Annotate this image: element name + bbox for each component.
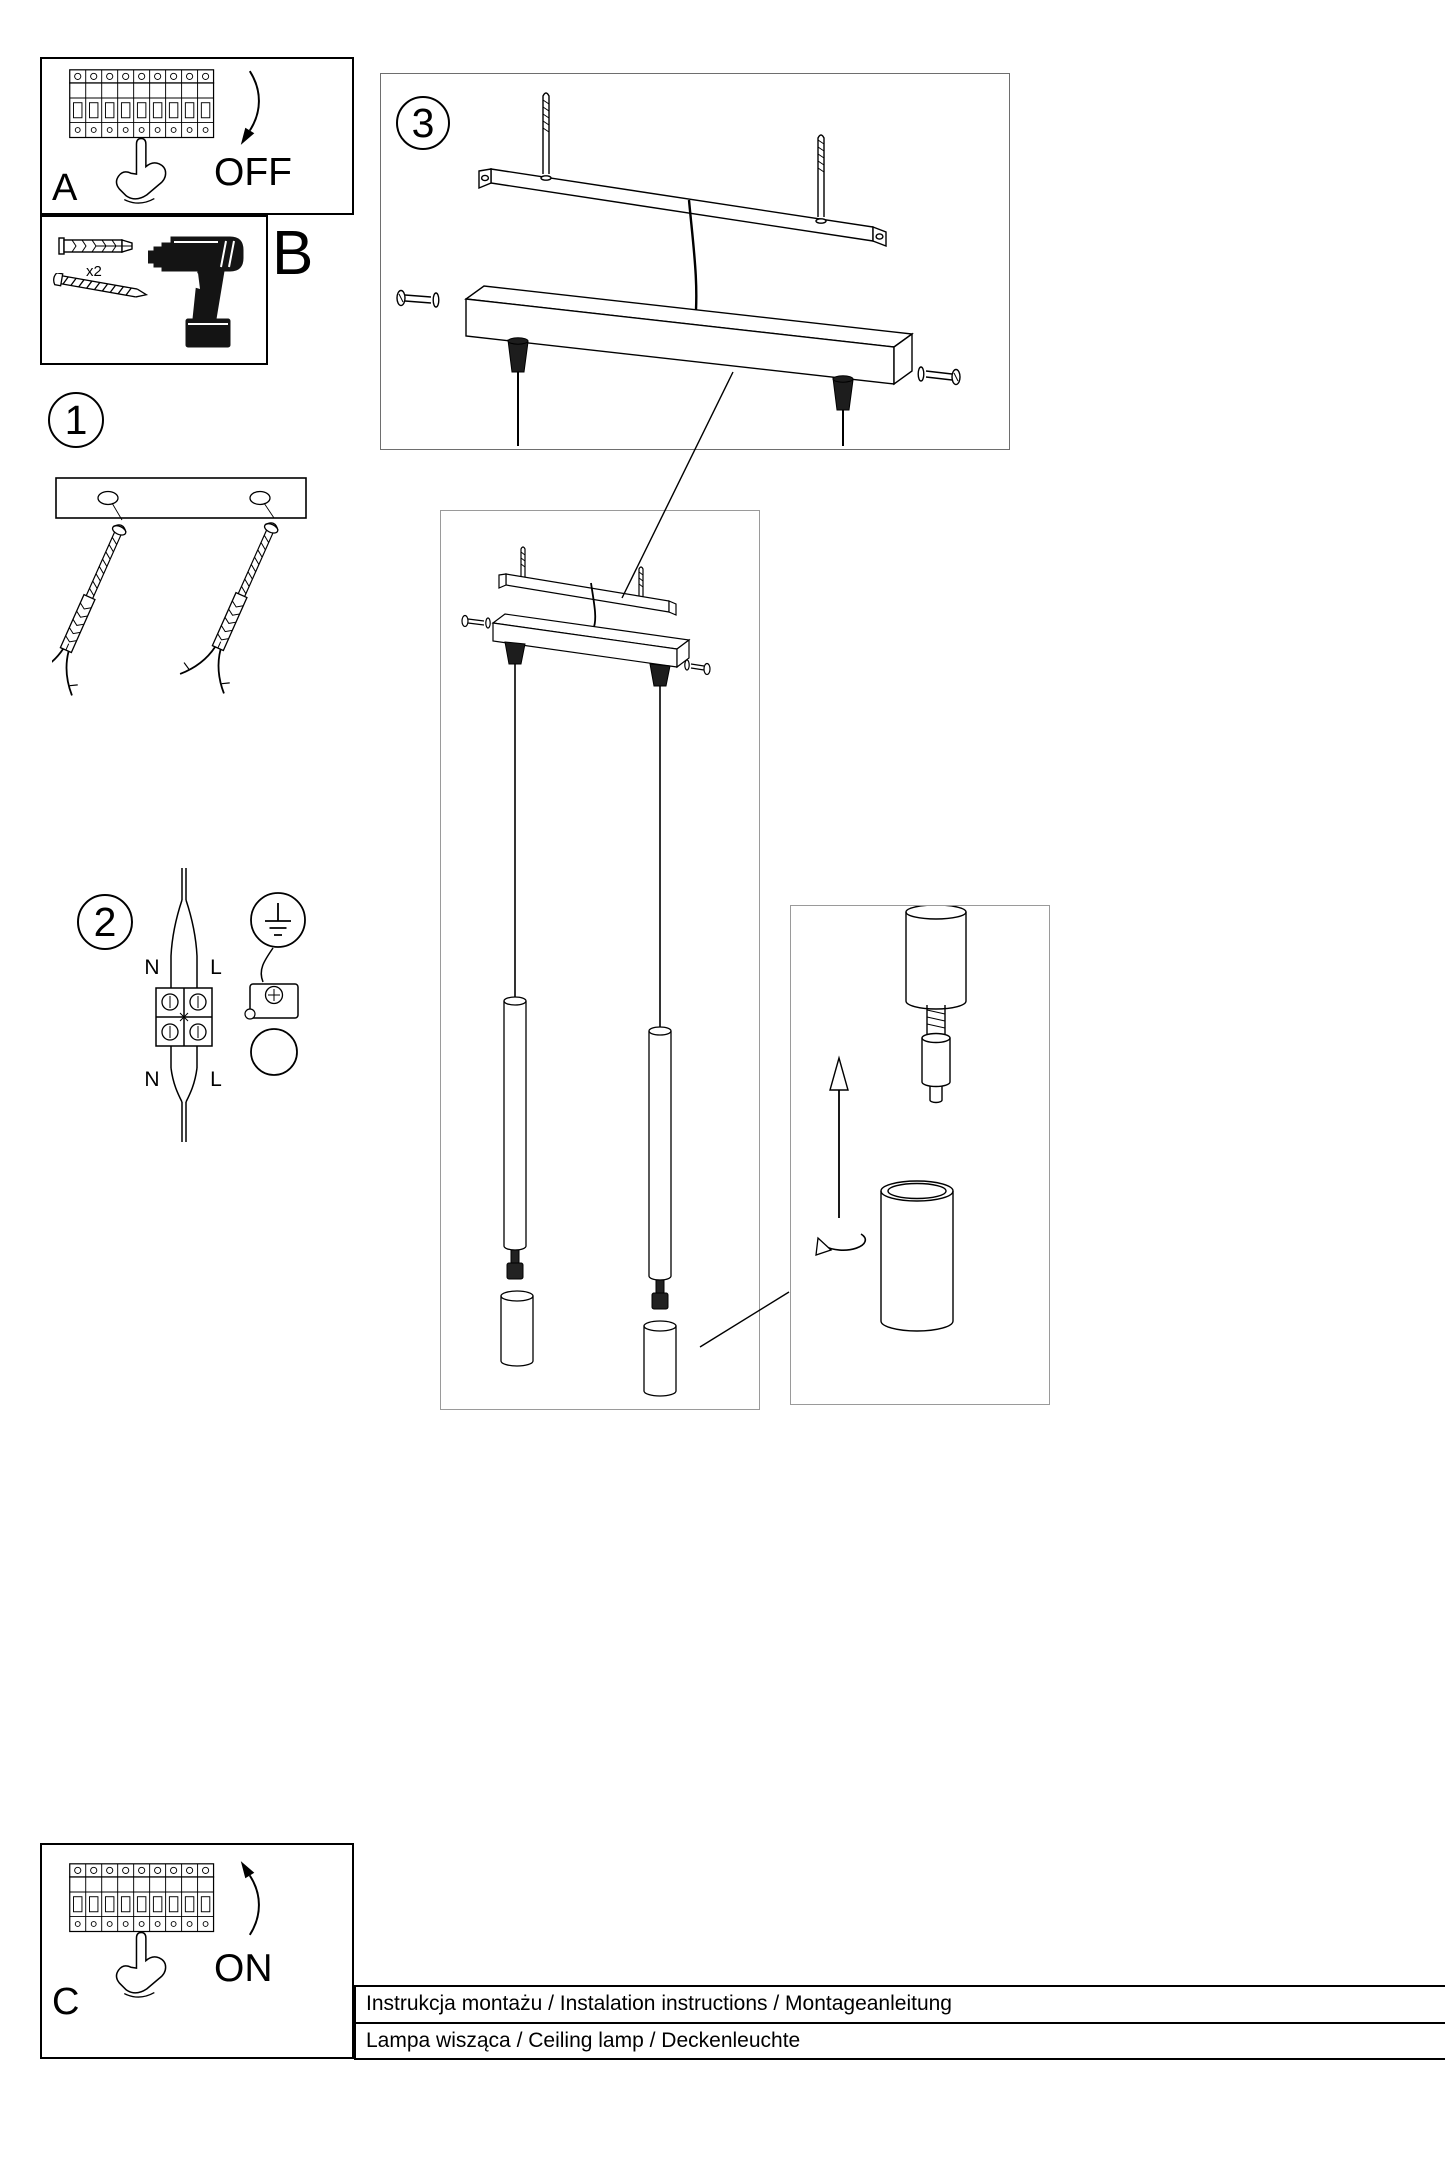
shade-cylinder-right <box>643 1320 677 1397</box>
cable-grip-cone-icon <box>504 641 671 687</box>
step-3-badge: 3 <box>396 96 450 150</box>
circuit-breaker-icon <box>68 69 215 204</box>
wire-label-l-bottom: L <box>210 1068 222 1091</box>
step-3-number: 3 <box>411 99 435 146</box>
panel-b-letter: B <box>272 219 314 288</box>
panel-a: OFF A <box>40 57 354 215</box>
pendant-lamp-panel <box>440 510 760 1410</box>
step-3-panel: 3 <box>380 73 1010 450</box>
ceiling-bracket-exploded-drawing <box>396 92 961 446</box>
circuit-breaker-icon <box>68 1863 215 1998</box>
panel-a-letter: A <box>52 167 78 209</box>
footer-rule-left <box>354 1985 356 2059</box>
lamp-tube-left <box>503 996 527 1251</box>
cable-grip-cone-icon <box>507 337 854 411</box>
cable-clamp-drawing <box>244 947 299 1076</box>
step-2-badge: 2 <box>77 894 133 950</box>
wall-plug-screw-icon <box>52 514 146 697</box>
panel-b: x2 <box>40 215 268 365</box>
insert-arrow-icon <box>829 1055 849 1218</box>
lamp-socket-tip-left <box>506 1249 524 1280</box>
switch-state-on-label: ON <box>214 1947 273 1990</box>
footer-rule-middle <box>354 2022 1445 2024</box>
shade-cylinder-detail <box>880 1180 954 1332</box>
step-2-number: 2 <box>93 898 117 945</box>
wire-label-n-bottom: N <box>144 1068 159 1091</box>
rotate-arrow-icon <box>815 1233 867 1256</box>
drill-icon <box>148 236 244 348</box>
wire-label-l-top: L <box>210 956 222 979</box>
switch-state-off-label: OFF <box>214 151 292 194</box>
mounting-plate-drawing <box>52 477 307 697</box>
wall-plug-icon <box>58 237 133 255</box>
step-1-number: 1 <box>64 396 88 443</box>
bulb-detail-drawing <box>815 906 967 1332</box>
step-1-badge: 1 <box>48 392 104 448</box>
panel-c-letter: C <box>52 1981 80 2023</box>
wall-plug-screw-icon <box>178 512 298 695</box>
footer-rule-bottom <box>354 2058 1445 2060</box>
wall-plug-quantity: x2 <box>86 263 102 280</box>
wire-label-n-top: N <box>144 956 159 979</box>
shade-cylinder-left <box>500 1290 534 1367</box>
screw-icon <box>53 273 149 298</box>
footer-rule-top <box>354 1985 1445 1987</box>
bulb-detail-panel <box>790 905 1050 1405</box>
footer-title-line2: Lampa wisząca / Ceiling lamp / Deckenleu… <box>366 2029 801 2052</box>
lamp-socket-tip-right <box>651 1279 669 1310</box>
footer-title-line1: Instrukcja montażu / Instalation instruc… <box>366 1992 952 2015</box>
earth-symbol-icon <box>250 892 306 948</box>
wiring-terminal-drawing: N L N L <box>144 868 306 1142</box>
pendant-lamp-drawing <box>461 546 711 1397</box>
lamp-tube-right <box>648 1026 672 1281</box>
panel-c: ON C <box>40 1843 354 2059</box>
turn-off-arrow-icon <box>240 70 260 145</box>
turn-on-arrow-icon <box>240 1861 260 1936</box>
